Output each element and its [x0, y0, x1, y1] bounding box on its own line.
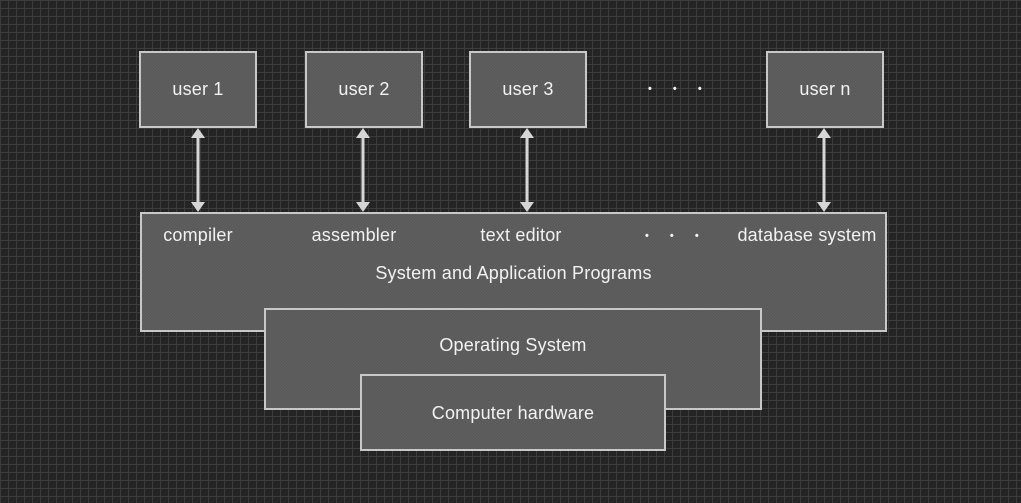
- user-3-label: user 3: [502, 79, 554, 99]
- arrow-user-1-to-programs-icon: [191, 128, 205, 212]
- user-3-box: user 3: [469, 51, 587, 128]
- arrow-shaft: [822, 136, 826, 204]
- program-label-compiler: compiler: [163, 225, 233, 245]
- programs-ellipsis: • • •: [645, 230, 708, 242]
- user-n-box: user n: [766, 51, 884, 128]
- arrow-shaft: [196, 136, 200, 204]
- user-n-label: user n: [799, 79, 851, 99]
- user-1-box: user 1: [139, 51, 257, 128]
- arrow-user-3-to-programs-icon: [520, 128, 534, 212]
- arrow-shaft: [525, 136, 529, 204]
- computer-hardware-box: Computer hardware: [360, 374, 666, 451]
- user-2-label: user 2: [338, 79, 390, 99]
- arrow-shaft: [361, 136, 365, 204]
- programs-box: compiler assembler text editor • • • dat…: [140, 212, 887, 332]
- program-label-database-system: database system: [737, 225, 877, 245]
- arrow-user-2-to-programs-icon: [356, 128, 370, 212]
- user-2-box: user 2: [305, 51, 423, 128]
- users-ellipsis: • • •: [648, 83, 711, 95]
- computer-hardware-label: Computer hardware: [431, 403, 595, 423]
- operating-system-box: Operating System: [264, 308, 762, 410]
- program-label-assembler: assembler: [311, 225, 397, 245]
- program-label-text-editor: text editor: [480, 225, 562, 245]
- arrow-user-n-to-programs-icon: [817, 128, 831, 212]
- operating-system-label: Operating System: [439, 335, 587, 355]
- programs-box-title: System and Application Programs: [375, 263, 652, 283]
- user-1-label: user 1: [172, 79, 224, 99]
